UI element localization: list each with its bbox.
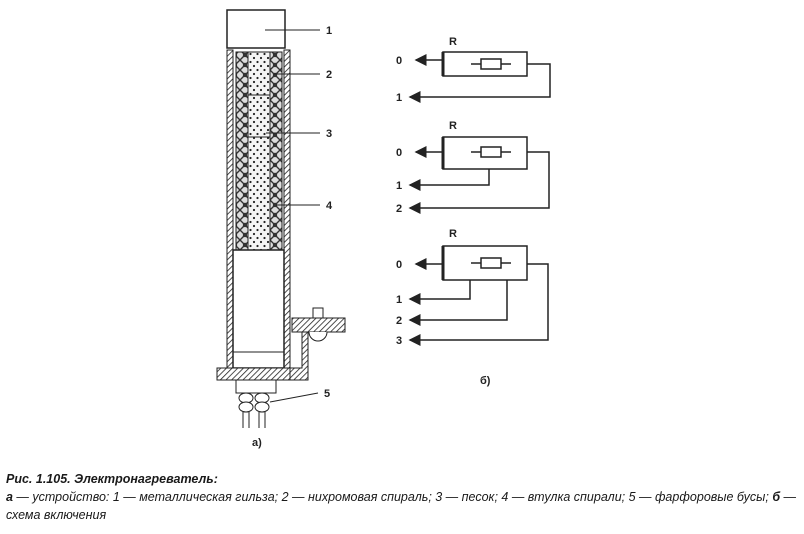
- terminal-label: 2: [396, 315, 402, 327]
- terminal-label: 0: [396, 259, 402, 271]
- resistor-label: R: [449, 36, 457, 48]
- sleeve-wall-left: [226, 49, 234, 369]
- resistor-label: R: [449, 120, 457, 132]
- scheme-2: [408, 136, 550, 214]
- scheme-labels: R 0 1 R 0 1 2 R 0 1 2 3 б): [396, 36, 491, 387]
- plug: [232, 249, 285, 369]
- terminal-label: 3: [396, 335, 402, 347]
- terminal-label: 1: [396, 92, 402, 104]
- coil-right: [269, 51, 283, 251]
- caption-b-key: б: [772, 490, 781, 504]
- bolt: [312, 307, 324, 319]
- caption-body: а — устройство: 1 — металлическая гильза…: [6, 488, 801, 524]
- label-5: 5: [324, 388, 330, 400]
- bracket: [289, 324, 309, 381]
- caption-a-key: а: [6, 490, 13, 504]
- coil-left: [235, 51, 249, 251]
- caption-b-text: — схема включения: [6, 490, 797, 522]
- wiring-schemes: [408, 51, 551, 346]
- heater-device: 1 2 3 4 5 а): [216, 9, 346, 449]
- label-3: 3: [326, 128, 332, 140]
- terminal-label: 0: [396, 147, 402, 159]
- terminal-label: 2: [396, 203, 402, 215]
- terminal-label: 1: [396, 180, 402, 192]
- cap: [226, 9, 286, 49]
- label-4: 4: [326, 200, 333, 212]
- figure-caption: Рис. 1.105. Электронагреватель: а — устр…: [6, 470, 801, 524]
- mount-plate: [291, 317, 346, 333]
- scheme-1: [408, 51, 551, 103]
- sleeve-wall-right: [283, 49, 291, 369]
- caption-a-text: — устройство: 1 — металлическая гильза; …: [12, 490, 773, 504]
- porcelain-beads: [238, 392, 270, 428]
- label-1: 1: [326, 25, 332, 37]
- label-2: 2: [326, 69, 332, 81]
- sub-label-a: а): [252, 437, 262, 449]
- sub-label-b: б): [480, 375, 491, 387]
- sand-core: [247, 51, 271, 251]
- terminal-label: 0: [396, 55, 402, 67]
- caption-title: Рис. 1.105. Электронагреватель:: [6, 472, 218, 486]
- resistor-label: R: [449, 228, 457, 240]
- scheme-3: [408, 245, 549, 346]
- terminal-label: 1: [396, 294, 402, 306]
